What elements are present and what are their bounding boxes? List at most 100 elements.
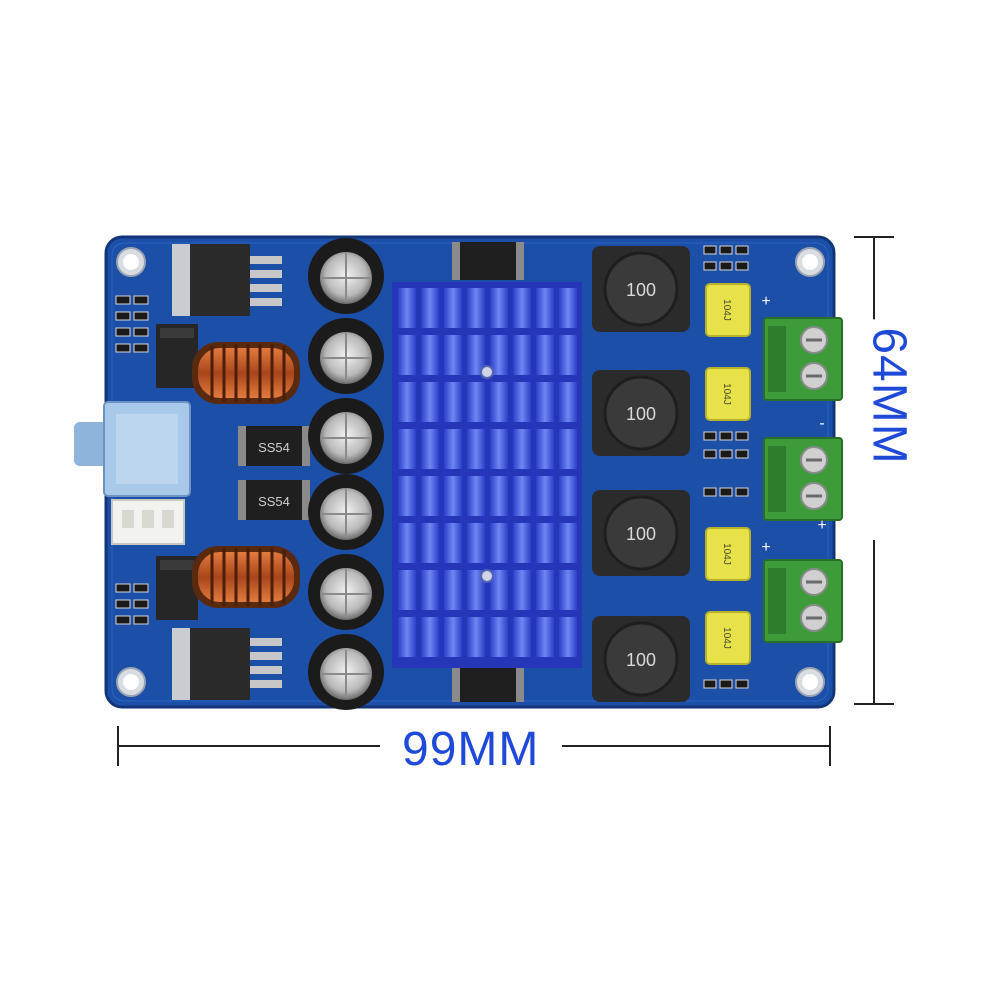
power-connector — [111, 499, 185, 545]
heatsink-fin — [559, 429, 577, 469]
inductor-marking-4: 100 — [626, 650, 656, 670]
heatsink-fin — [467, 570, 485, 610]
heatsink-fin — [467, 617, 485, 657]
heatsink-fin — [398, 476, 416, 516]
diode-bottom — [452, 664, 524, 702]
heatsink-fin — [444, 429, 462, 469]
heatsink-fin — [490, 335, 508, 375]
heatsink-fin — [421, 476, 439, 516]
film-cap-marking-1: 104J — [721, 299, 732, 321]
heatsink-fin — [559, 382, 577, 422]
width-dimension-line — [117, 726, 831, 766]
heatsink-fin — [467, 523, 485, 563]
heatsink-fin — [559, 570, 577, 610]
diode-ss54-1 — [238, 426, 310, 466]
heatsink-fin — [444, 476, 462, 516]
inductor-marking-3: 100 — [626, 524, 656, 544]
polarity-minus-1: - — [819, 415, 824, 432]
heatsink-fin — [490, 523, 508, 563]
heatsink-fin — [559, 335, 577, 375]
heatsink-fin — [513, 523, 531, 563]
heatsink-fin — [467, 288, 485, 328]
heatsink-fin — [398, 617, 416, 657]
heatsink-fin — [490, 570, 508, 610]
heatsink-fin — [559, 476, 577, 516]
heatsink-fin — [513, 476, 531, 516]
screw-terminal-bottom — [763, 559, 843, 643]
heatsink-fin — [559, 288, 577, 328]
diode-ss54-2 — [238, 480, 310, 520]
film-cap-marking-2: 104J — [721, 383, 732, 405]
heatsink-fin — [398, 382, 416, 422]
heatsink-fin — [398, 288, 416, 328]
heatsink-fin — [421, 429, 439, 469]
audio-jack — [74, 401, 191, 497]
output-inductors — [592, 246, 690, 702]
heatsink-fin — [536, 382, 554, 422]
film-cap-marking-4: 104J — [721, 627, 732, 649]
heatsink-fin — [444, 570, 462, 610]
polarity-plus-3: + — [761, 539, 770, 556]
heatsink-fin — [536, 476, 554, 516]
heatsink-fin — [398, 335, 416, 375]
heatsink-fin — [444, 335, 462, 375]
width-dimension-label: 99MM — [390, 726, 552, 774]
heatsink-fin — [490, 288, 508, 328]
heatsink-fin — [421, 288, 439, 328]
diode-marking-2: SS54 — [258, 494, 290, 509]
film-cap-marking-3: 104J — [721, 543, 732, 565]
heatsink-fin — [536, 570, 554, 610]
heatsink-fin — [444, 288, 462, 328]
height-dimension-label: 64MM — [863, 319, 916, 473]
heatsink-fin — [421, 523, 439, 563]
smd-parts-right — [703, 245, 749, 689]
heatsink-fin — [444, 382, 462, 422]
heatsink-fin — [490, 382, 508, 422]
heatsink-fin — [513, 617, 531, 657]
heatsink-fin — [421, 617, 439, 657]
heatsink-fin — [398, 429, 416, 469]
heatsink-fin — [513, 288, 531, 328]
heatsink-fin — [467, 382, 485, 422]
mounting-holes — [116, 247, 825, 697]
toroid-inductor-bottom — [192, 546, 300, 608]
heatsink-fin — [398, 570, 416, 610]
voltage-regulator-top — [172, 244, 282, 316]
heatsink-fin — [490, 476, 508, 516]
heatsink-fin — [513, 429, 531, 469]
heatsink-fin — [444, 523, 462, 563]
voltage-regulator-bottom — [172, 628, 282, 700]
heatsink-fin — [536, 429, 554, 469]
smd-resistors-left — [115, 295, 149, 625]
heatsink-fin — [559, 617, 577, 657]
heatsink-fin — [536, 523, 554, 563]
diode-marking-1: SS54 — [258, 440, 290, 455]
power-ic-bottom — [156, 556, 198, 620]
power-ic-top — [156, 324, 198, 388]
screw-terminal-top — [763, 317, 843, 401]
inductor-marking-1: 100 — [626, 280, 656, 300]
screw-terminal-middle — [763, 437, 843, 521]
heatsink-fin — [444, 617, 462, 657]
heatsink-fin — [536, 617, 554, 657]
heatsink-fin — [490, 617, 508, 657]
heatsink-fin — [513, 335, 531, 375]
inductor-marking-2: 100 — [626, 404, 656, 424]
diode-top — [452, 242, 524, 280]
toroid-inductor-top — [192, 342, 300, 404]
polarity-plus-1: + — [761, 293, 770, 310]
film-capacitors — [705, 283, 751, 665]
heatsink-fin — [421, 382, 439, 422]
heatsink-fin — [467, 335, 485, 375]
heatsink-fin — [513, 570, 531, 610]
heatsink-fin — [467, 476, 485, 516]
heatsink-fin — [536, 288, 554, 328]
heatsink-fin — [559, 523, 577, 563]
heatsink — [392, 282, 582, 668]
heatsink-fin — [513, 382, 531, 422]
heatsink-fin — [421, 570, 439, 610]
heatsink-fin — [490, 429, 508, 469]
electrolytic-capacitors — [308, 238, 384, 710]
heatsink-fin — [467, 429, 485, 469]
